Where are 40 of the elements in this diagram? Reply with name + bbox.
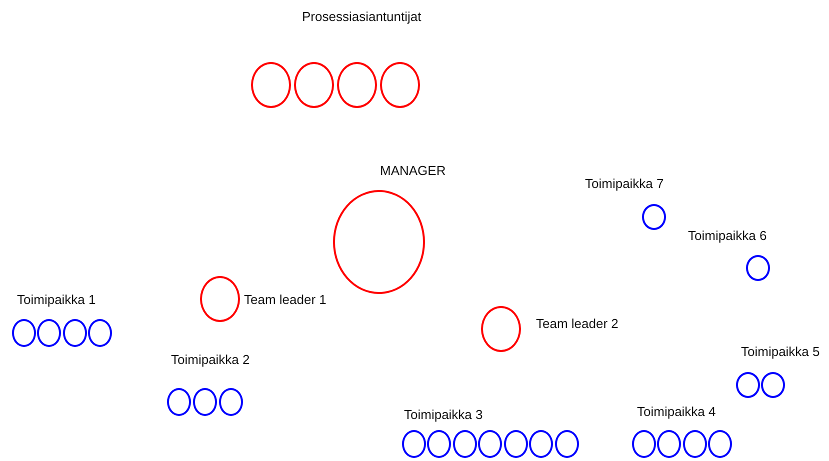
group-label: Toimipaikka 2 (171, 352, 250, 368)
circle (504, 430, 528, 458)
circle (746, 255, 770, 281)
circle (736, 372, 760, 398)
circle (333, 190, 425, 294)
group-label: Toimipaikka 1 (17, 292, 96, 308)
circle (478, 430, 502, 458)
circle (657, 430, 681, 458)
circle (529, 430, 553, 458)
circle (12, 319, 36, 347)
circle (294, 62, 334, 108)
circle (337, 62, 377, 108)
circle (88, 319, 112, 347)
group-label: Toimipaikka 3 (404, 407, 483, 423)
role-label: Team leader 1 (244, 292, 326, 308)
group-label: Toimipaikka 4 (637, 404, 716, 420)
circle (761, 372, 785, 398)
circle (427, 430, 451, 458)
circle (37, 319, 61, 347)
circle (193, 388, 217, 416)
circle (708, 430, 732, 458)
circle (402, 430, 426, 458)
role-label: Team leader 2 (536, 316, 618, 332)
circle (453, 430, 477, 458)
circle (642, 204, 666, 230)
role-label: Toimipaikka 7 (585, 176, 664, 192)
circle (251, 62, 291, 108)
circle (683, 430, 707, 458)
circle (63, 319, 87, 347)
circle (632, 430, 656, 458)
circle (219, 388, 243, 416)
circle (167, 388, 191, 416)
circle (200, 276, 240, 322)
circle (481, 306, 521, 352)
role-label: Toimipaikka 6 (688, 228, 767, 244)
group-label: Prosessiasiantuntijat (302, 9, 422, 25)
role-label: MANAGER (380, 163, 446, 179)
group-label: Toimipaikka 5 (741, 344, 820, 360)
circle (380, 62, 420, 108)
circle (555, 430, 579, 458)
